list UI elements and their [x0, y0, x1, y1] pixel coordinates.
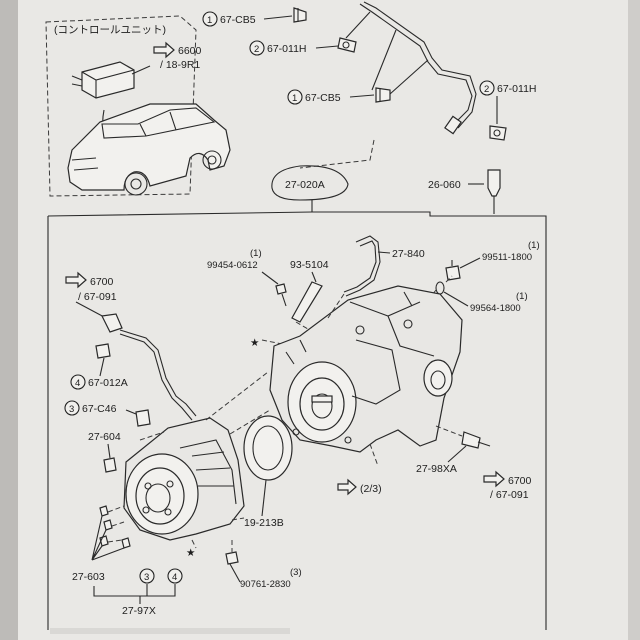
label-90761-2830: 90761-2830 — [240, 579, 291, 590]
label-67-012a: 67-012A — [88, 377, 128, 389]
label-27-603: 27-603 — [72, 571, 105, 583]
ref-arrow-2-3 — [337, 478, 357, 496]
label-99511-qty: (1) — [528, 240, 540, 251]
sensor-26-060: 26-060 — [428, 169, 501, 214]
gasket-19-213b — [243, 415, 293, 481]
callout-4-b — [167, 568, 183, 584]
arrow-icon — [153, 41, 175, 59]
callout-1-b — [287, 89, 303, 105]
label-99564-qty: (1) — [516, 291, 528, 302]
label-67-011h-b: 67-011H — [497, 83, 537, 95]
label-93-5104: 93-5104 — [290, 259, 329, 271]
star-mark-a: ★ — [250, 337, 260, 349]
label-67-cb5-b: 67-CB5 — [305, 92, 341, 104]
label-99564-1800: 99564-1800 — [470, 303, 521, 314]
label-6700-b: 6700 — [508, 475, 532, 487]
hose-93-5104 — [291, 281, 323, 323]
inset-ref-code: 6600 — [178, 45, 202, 57]
label-2-3: (2/3) — [360, 483, 382, 495]
callout-2-b-text: 2 — [484, 84, 489, 95]
label-6700-b-sub: / 67-091 — [490, 489, 529, 501]
inset-ref-sub: / 18-9R1 — [160, 59, 200, 71]
clip-icon — [135, 409, 151, 427]
label-6700-a-sub: / 67-091 — [78, 291, 117, 303]
callout-2-b — [479, 80, 495, 96]
callout-4-b-text: 4 — [172, 572, 177, 583]
callout-2-a — [249, 40, 265, 56]
callout-1-a — [202, 11, 218, 27]
callout-4-a-text: 4 — [75, 378, 80, 389]
label-27-020a: 27-020A — [285, 179, 325, 191]
transfer-cover — [123, 417, 245, 541]
plug-icon — [445, 260, 461, 281]
ref-arrow-6700-b — [483, 470, 505, 488]
label-90761-qty: (3) — [290, 567, 302, 578]
assembly-frame — [47, 211, 547, 630]
callout-3-b — [139, 568, 155, 584]
callout-3-a — [64, 400, 80, 416]
transfer-housing — [269, 285, 463, 453]
label-67-cb5-a: 67-CB5 — [220, 14, 256, 26]
control-module-icon — [71, 61, 135, 99]
footer-band — [50, 628, 290, 634]
car-icon — [67, 103, 231, 196]
tube-27-840: 27-840 — [343, 235, 425, 297]
callout-2-a-text: 2 — [254, 44, 259, 55]
callout-3-a-text: 3 — [69, 404, 74, 415]
label-27-840: 27-840 — [392, 248, 425, 260]
label-27-604: 27-604 — [88, 431, 121, 443]
label-99454-qty: (1) — [250, 248, 262, 259]
top-clip-section: 1 67-CB5 2 67-011H 1 67-CB5 2 67-011H — [202, 1, 537, 169]
wire-harness — [95, 313, 197, 421]
callout-3-b-text: 3 — [144, 572, 149, 583]
label-67-011h-a: 67-011H — [267, 43, 307, 55]
label-27-98xa: 27-98XA — [416, 463, 457, 475]
bolt-icon — [103, 457, 117, 473]
screen-edge-left — [0, 0, 18, 640]
clip-icon — [375, 87, 391, 103]
clip-icon — [293, 7, 307, 23]
clamp-icon — [337, 37, 357, 53]
assembly-callout: 27-020A — [271, 165, 349, 212]
callout-4-a — [70, 374, 86, 390]
callout-1-b-text: 1 — [292, 93, 297, 104]
clamp-icon — [489, 125, 507, 141]
ref-arrow-6700-a — [65, 271, 87, 289]
label-19-213b: 19-213B — [244, 517, 284, 529]
label-27-97x: 27-97X — [122, 605, 156, 617]
callout-1-a-text: 1 — [207, 15, 212, 26]
star-mark-b: ★ — [186, 547, 196, 559]
label-99511-1800: 99511-1800 — [482, 252, 532, 263]
label-26-060: 26-060 — [428, 179, 461, 191]
inset-title: (コントロールユニット) — [54, 24, 166, 36]
label-67-c46: 67-C46 — [82, 403, 117, 415]
control-unit-inset: (コントロールユニット) 6600 / 18-9R1 — [45, 15, 231, 197]
sensor-27-98xa — [461, 431, 491, 449]
label-6700-a: 6700 — [90, 276, 114, 288]
bolt-icon — [225, 551, 239, 565]
label-99454-0612: 99454-0612 — [207, 260, 258, 271]
bolt-icon — [275, 283, 287, 307]
